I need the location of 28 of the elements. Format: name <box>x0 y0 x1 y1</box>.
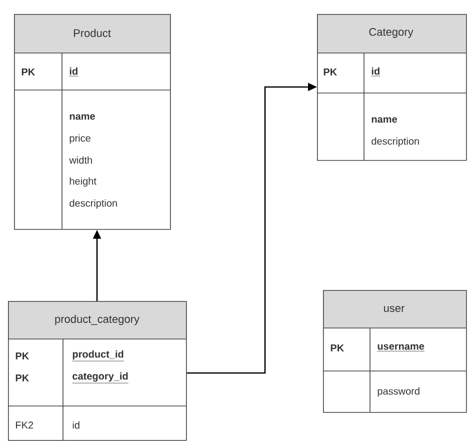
table-title: Category <box>369 28 414 38</box>
field-name: password <box>378 387 420 397</box>
table-title: Product <box>74 28 111 38</box>
key-label: name <box>372 117 397 123</box>
key-field: username <box>377 344 425 352</box>
field-name: width <box>69 156 92 164</box>
entity-table <box>316 14 467 161</box>
key-field: category_id <box>72 372 129 384</box>
field-name: price <box>70 134 90 144</box>
field-name: FK2 <box>16 422 34 428</box>
key-label: PK <box>16 374 30 382</box>
key-label: PK <box>324 68 337 76</box>
key-field: product_id <box>72 350 124 362</box>
key-label: PK <box>22 68 36 76</box>
field-name: id <box>72 421 80 429</box>
key-field: id <box>371 67 380 76</box>
table-title: user <box>384 306 405 312</box>
field-name: height <box>70 177 96 187</box>
entity-table <box>8 301 187 441</box>
key-field: id <box>69 67 78 76</box>
table-title: product_category <box>55 314 140 326</box>
key-label: name <box>70 114 95 120</box>
entity-table <box>14 14 171 230</box>
field-name: description <box>70 199 117 209</box>
entity-table <box>322 290 467 413</box>
field-name: description <box>372 137 419 147</box>
key-label: PK <box>330 344 344 352</box>
key-label: PK <box>16 352 30 360</box>
